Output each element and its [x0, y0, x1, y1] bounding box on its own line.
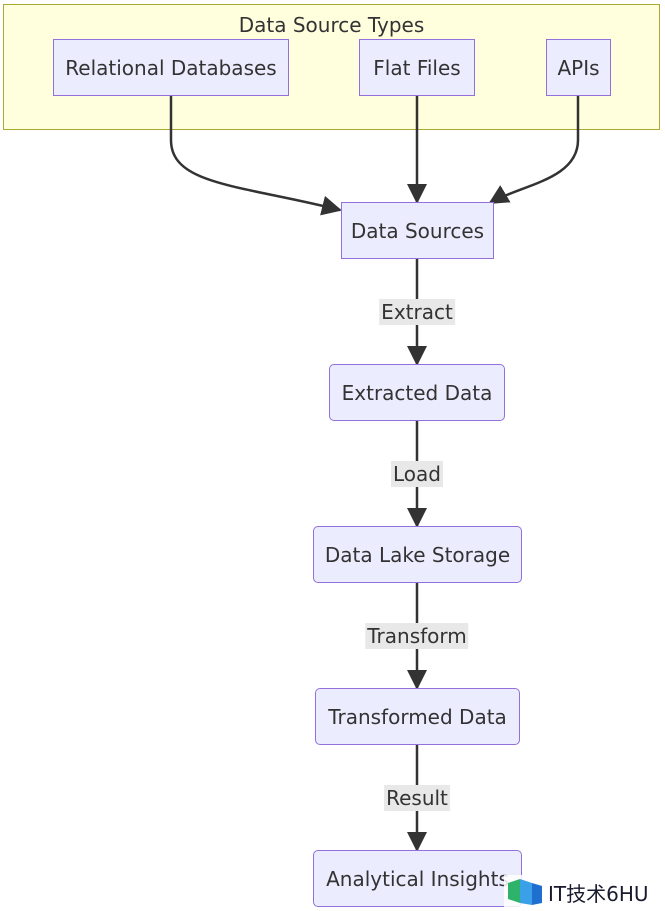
- node-flat-files: Flat Files: [359, 39, 475, 96]
- node-label: Analytical Insights: [326, 866, 509, 891]
- edge-relational-to-sources: [169, 96, 342, 216]
- node-label: Transformed Data: [328, 704, 507, 729]
- node-label: Relational Databases: [65, 55, 277, 80]
- node-label: Flat Files: [373, 55, 461, 80]
- cluster-title: Data Source Types: [238, 13, 425, 37]
- node-relational-databases: Relational Databases: [53, 39, 289, 96]
- node-data-sources: Data Sources: [341, 202, 494, 259]
- edge-label-result: Result: [384, 785, 450, 811]
- edge-label-load: Load: [391, 461, 443, 487]
- node-apis: APIs: [546, 39, 611, 96]
- node-transformed-data: Transformed Data: [315, 688, 520, 745]
- watermark-text: IT技术6HU: [548, 881, 649, 906]
- node-label: Data Lake Storage: [324, 542, 511, 567]
- node-label: Data Sources: [350, 218, 485, 243]
- edge-label-extract: Extract: [379, 299, 455, 325]
- node-label: APIs: [557, 55, 600, 80]
- edge-apis-to-sources: [488, 96, 580, 205]
- node-data-lake-storage: Data Lake Storage: [313, 526, 522, 583]
- watermark-logo-icon: [508, 879, 542, 905]
- node-extracted-data: Extracted Data: [329, 364, 505, 421]
- node-analytical-insights: Analytical Insights: [313, 850, 522, 907]
- watermark: IT技术6HU: [504, 875, 664, 909]
- edge-label-transform: Transform: [365, 623, 469, 649]
- node-label: Extracted Data: [341, 380, 493, 405]
